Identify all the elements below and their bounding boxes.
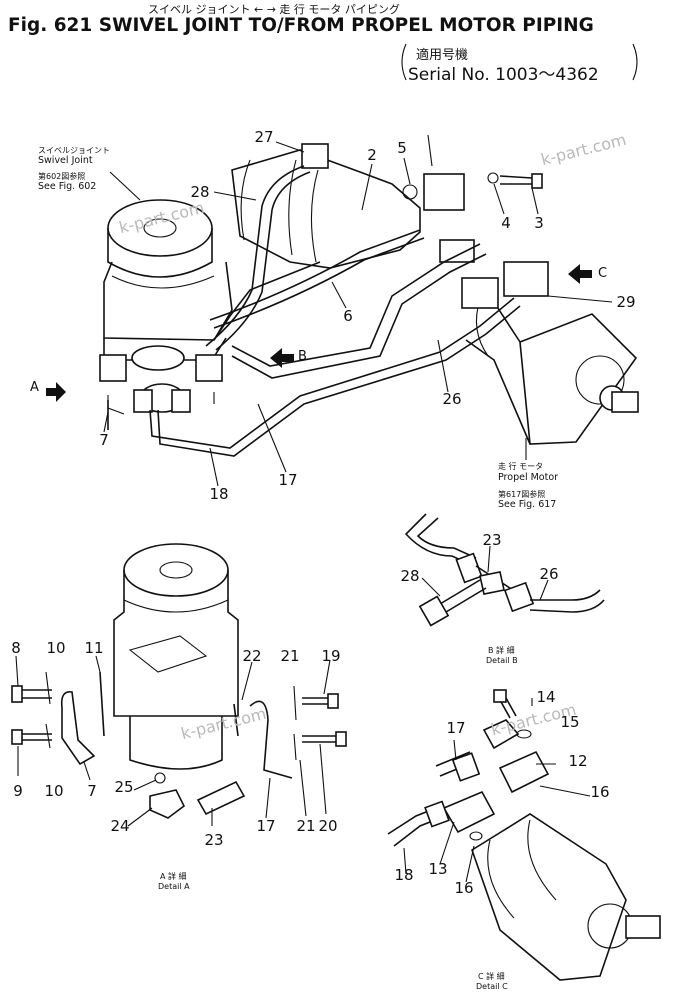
part-number: 10 <box>44 782 64 800</box>
part-number: 17 <box>278 471 298 489</box>
part-number: 11 <box>84 639 104 657</box>
part-number: 4 <box>501 214 511 232</box>
part-number: 12 <box>568 752 588 770</box>
part-number: 22 <box>242 647 262 665</box>
upper-motor-drawing <box>213 143 421 341</box>
part-number: 17 <box>256 817 276 835</box>
part-number: 26 <box>442 390 462 408</box>
part-number: 6 <box>343 307 353 325</box>
detail-c-caption-jp: C 詳 細 <box>478 972 505 981</box>
part-number: 23 <box>204 831 224 849</box>
swivel-joint-ref-jp: 第602図参照 <box>38 172 86 181</box>
part-number: 8 <box>11 639 21 657</box>
part-number: 21 <box>280 647 300 665</box>
part-number: 13 <box>428 860 448 878</box>
detail-c-caption: Detail C <box>476 982 508 991</box>
swivel-joint-label: Swivel Joint <box>38 155 93 166</box>
part-number: 16 <box>590 783 610 801</box>
detail-b-caption-jp: B 詳 細 <box>488 646 515 655</box>
swivel-joint-label-jp: スイベルジョイント <box>38 146 110 155</box>
part-number: 20 <box>318 817 338 835</box>
propel-motor-ref: See Fig. 617 <box>498 499 557 510</box>
view-arrow-b-label: B <box>298 349 307 364</box>
figure-title: Fig. 621 SWIVEL JOINT TO/FROM PROPEL MOT… <box>8 15 594 36</box>
part-number: 7 <box>99 431 109 449</box>
part-number: 24 <box>110 817 130 835</box>
part-number: 27 <box>254 128 274 146</box>
detail-c-drawing <box>387 689 661 981</box>
propel-motor-ref-jp: 第617図参照 <box>498 490 546 499</box>
part-number: 23 <box>482 531 502 549</box>
propel-motor-label: Propel Motor <box>498 472 559 483</box>
detail-a-caption: Detail A <box>158 882 190 891</box>
detail-a-drawing <box>11 543 347 827</box>
propel-motor-label-jp: 走 行 モータ <box>498 462 544 471</box>
pipes-main <box>107 134 543 457</box>
view-arrow-a-label: A <box>30 380 39 395</box>
part-number: 29 <box>616 293 636 311</box>
view-arrow-c-label: C <box>598 266 608 281</box>
part-number: 16 <box>454 879 474 897</box>
part-number: 10 <box>46 639 66 657</box>
view-arrows <box>46 264 592 402</box>
part-number: 3 <box>534 214 544 232</box>
propel-motor-drawing <box>423 173 639 445</box>
leader-lines-main <box>103 141 613 487</box>
part-number: 9 <box>13 782 23 800</box>
serial-range: Serial No. 1003～4362 <box>408 65 599 85</box>
part-number: 28 <box>190 183 210 201</box>
part-number: 19 <box>321 647 341 665</box>
part-number: 17 <box>446 719 466 737</box>
part-number: 18 <box>209 485 229 503</box>
part-number: 18 <box>394 866 414 884</box>
swivel-joint-ref: See Fig. 602 <box>38 181 97 192</box>
part-number: 26 <box>539 565 559 583</box>
part-number: 25 <box>114 778 134 796</box>
part-number: 5 <box>397 139 407 157</box>
detail-a-caption-jp: A 詳 細 <box>160 872 187 881</box>
serial-label-jp: 適用号機 <box>416 48 469 63</box>
part-number: 15 <box>560 713 580 731</box>
part-number: 7 <box>87 782 97 800</box>
detail-b-caption: Detail B <box>486 656 518 665</box>
swivel-joint-drawing <box>99 199 233 415</box>
part-number: 28 <box>400 567 420 585</box>
part-number: 14 <box>536 688 556 706</box>
part-number: 2 <box>367 146 377 164</box>
part-number: 21 <box>296 817 316 835</box>
detail-b-drawing <box>404 513 605 627</box>
header-kana: スイベル ジョイント ← → 走 行 モータ パイピング <box>148 3 400 16</box>
